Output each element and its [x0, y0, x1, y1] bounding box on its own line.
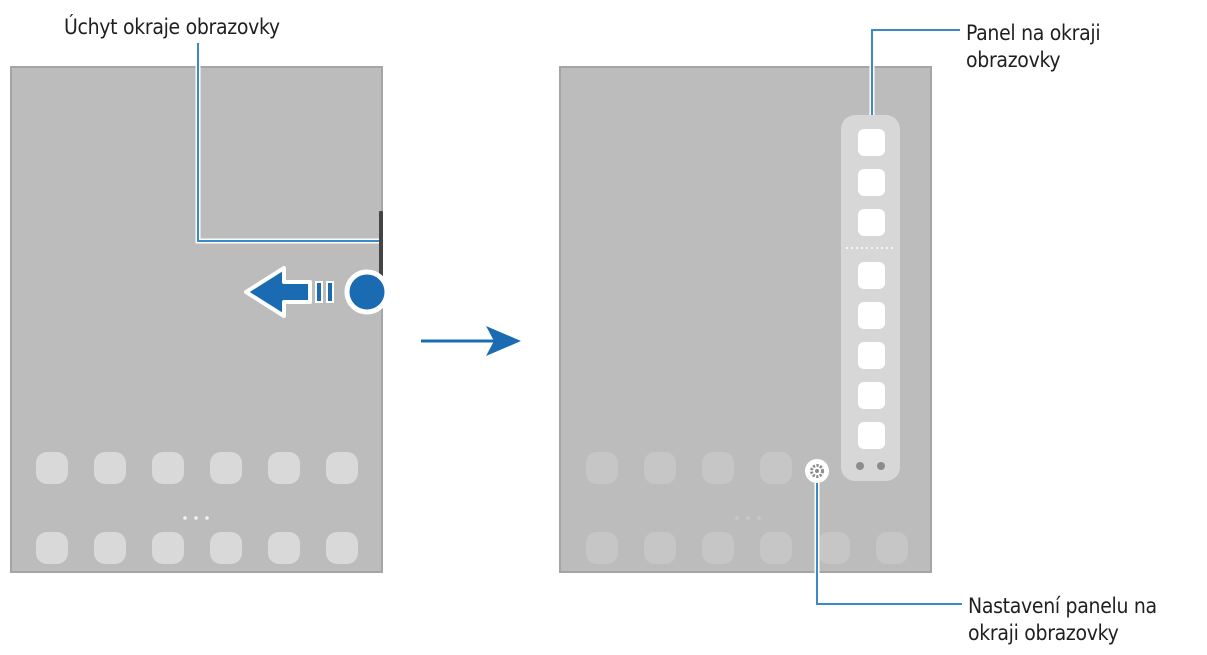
- left-icon-row-1: [36, 452, 358, 484]
- edge-panel-tile[interactable]: [858, 342, 885, 369]
- app-icon: [586, 452, 618, 484]
- edge-panel: [841, 115, 900, 481]
- app-icon[interactable]: [326, 532, 358, 564]
- label-line: Úchyt okraje obrazovky: [64, 15, 280, 39]
- app-icon[interactable]: [326, 452, 358, 484]
- label-edge-panel: Panel na okraji obrazovky: [966, 20, 1101, 74]
- app-icon: [702, 452, 734, 484]
- app-icon[interactable]: [268, 452, 300, 484]
- app-icon: [644, 452, 676, 484]
- edge-panel-tile[interactable]: [858, 382, 885, 409]
- callout-line-edge-panel: [871, 29, 960, 115]
- app-icon: [586, 532, 618, 564]
- callout-line-edge-handle: [197, 43, 379, 242]
- right-page-indicator: [735, 516, 761, 520]
- edge-panel-tile[interactable]: [858, 262, 885, 289]
- app-icon[interactable]: [210, 452, 242, 484]
- label-line: okraji obrazovky: [968, 621, 1119, 645]
- gear-icon[interactable]: [805, 459, 829, 483]
- edge-panel-tile[interactable]: [858, 209, 885, 236]
- right-icon-row-2: [586, 532, 908, 564]
- left-icon-row-2: [36, 532, 358, 564]
- right-icon-row-1: [586, 452, 792, 484]
- app-icon[interactable]: [210, 532, 242, 564]
- label-line: obrazovky: [966, 48, 1061, 72]
- edge-panel-page-dot[interactable]: [856, 462, 864, 470]
- right-arrow-icon: [421, 326, 521, 356]
- label-edge-handle: Úchyt okraje obrazovky: [64, 14, 280, 41]
- app-icon[interactable]: [268, 532, 300, 564]
- app-icon: [644, 532, 676, 564]
- app-icon[interactable]: [152, 532, 184, 564]
- callout-line-panel-settings: [816, 483, 962, 605]
- left-arrow-icon: [244, 266, 334, 318]
- edge-panel-tile[interactable]: [858, 129, 885, 156]
- app-icon[interactable]: [94, 452, 126, 484]
- app-icon: [760, 452, 792, 484]
- app-icon[interactable]: [36, 532, 68, 564]
- app-icon[interactable]: [94, 532, 126, 564]
- app-icon: [818, 532, 850, 564]
- app-icon[interactable]: [152, 452, 184, 484]
- label-panel-settings: Nastavení panelu na okraji obrazovky: [968, 593, 1157, 647]
- edge-panel-background: [841, 115, 900, 481]
- edge-panel-tile[interactable]: [858, 422, 885, 449]
- label-line: Panel na okraji: [966, 21, 1101, 45]
- edge-handle[interactable]: [379, 211, 383, 279]
- right-screen: [559, 66, 932, 573]
- edge-panel-tile[interactable]: [858, 169, 885, 196]
- label-line: Nastavení panelu na: [968, 594, 1157, 618]
- left-page-indicator: [183, 516, 209, 520]
- edge-panel-page-dot[interactable]: [877, 462, 885, 470]
- edge-panel-tile[interactable]: [858, 302, 885, 329]
- app-icon: [702, 532, 734, 564]
- app-icon: [876, 532, 908, 564]
- app-icon[interactable]: [36, 452, 68, 484]
- app-icon: [760, 532, 792, 564]
- finger-touch-icon: [344, 269, 390, 315]
